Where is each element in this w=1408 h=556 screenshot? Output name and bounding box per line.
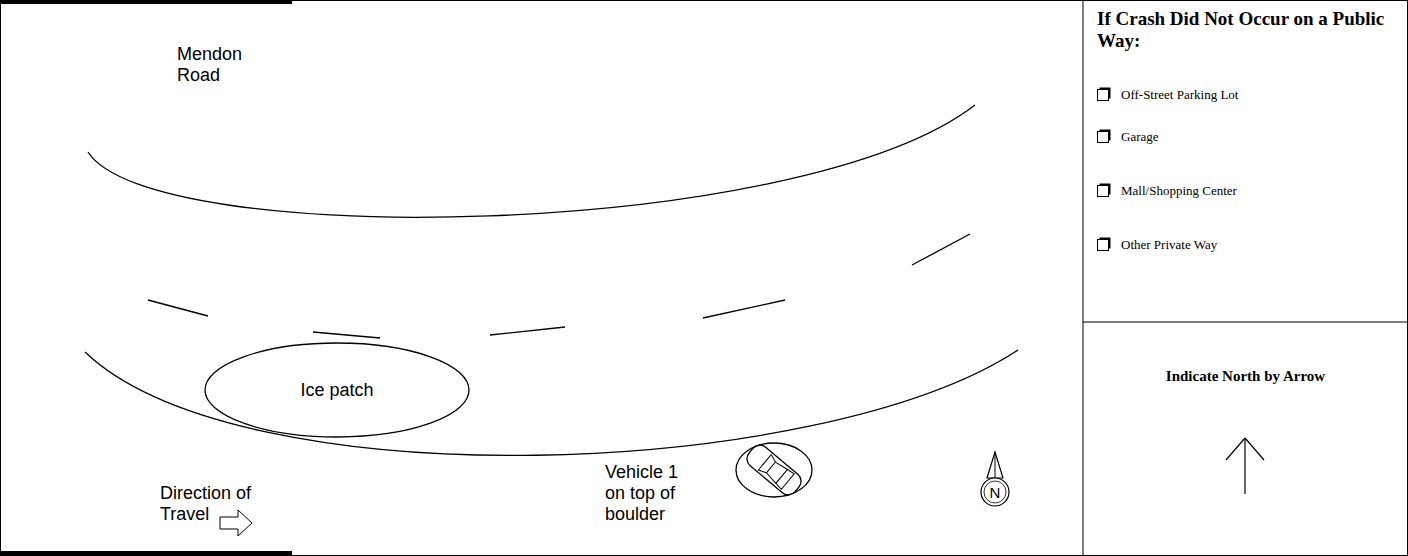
vehicle-label: Vehicle 1 on top of boulder: [605, 462, 697, 525]
north-arrow-box: [1226, 438, 1264, 494]
vehicle-on-boulder: [736, 442, 812, 499]
direction-arrow: [220, 510, 252, 536]
checkbox: [1097, 185, 1109, 197]
ice-patch: Ice patch: [204, 342, 470, 438]
panel-heading: If Crash Did Not Occur on a Public Way:: [1097, 8, 1389, 52]
checkbox: [1097, 131, 1109, 143]
checkbox-label: Garage: [1121, 129, 1159, 145]
direction-label: Direction of Travel: [160, 483, 260, 525]
panel-divider: [1083, 0, 1084, 556]
checkbox-label: Other Private Way: [1121, 237, 1217, 253]
lane-dash: [148, 300, 208, 316]
border-bar: [0, 0, 292, 4]
location-panel: If Crash Did Not Occur on a Public Way: O…: [1097, 8, 1389, 272]
north-letter: N: [985, 482, 1005, 503]
checkbox: [1097, 239, 1109, 251]
checkbox-label: Mall/Shopping Center: [1121, 183, 1237, 199]
panel-divider: [1083, 322, 1408, 323]
checkbox: [1097, 89, 1109, 101]
checkbox-row: Garage: [1097, 110, 1389, 164]
checkbox-row: Other Private Way: [1097, 218, 1389, 272]
road-edge: [88, 105, 975, 217]
checkbox-row: Mall/Shopping Center: [1097, 164, 1389, 218]
north-panel: Indicate North by Arrow: [1083, 368, 1408, 385]
vehicle-symbol: [743, 442, 804, 499]
border-bar: [0, 551, 292, 556]
road-name: Mendon Road: [177, 44, 287, 86]
lane-dash: [912, 234, 970, 265]
area-label: Ice patch: [300, 380, 373, 401]
checkbox-row: Off-Street Parking Lot: [1097, 80, 1389, 110]
north-symbol: [981, 452, 1009, 506]
road: [85, 105, 1018, 455]
lane-dash: [703, 300, 785, 318]
checkbox-label: Off-Street Parking Lot: [1121, 87, 1238, 103]
lane-dash: [490, 327, 565, 335]
panel-heading: Indicate North by Arrow: [1083, 368, 1408, 385]
lane-dash: [313, 332, 380, 338]
